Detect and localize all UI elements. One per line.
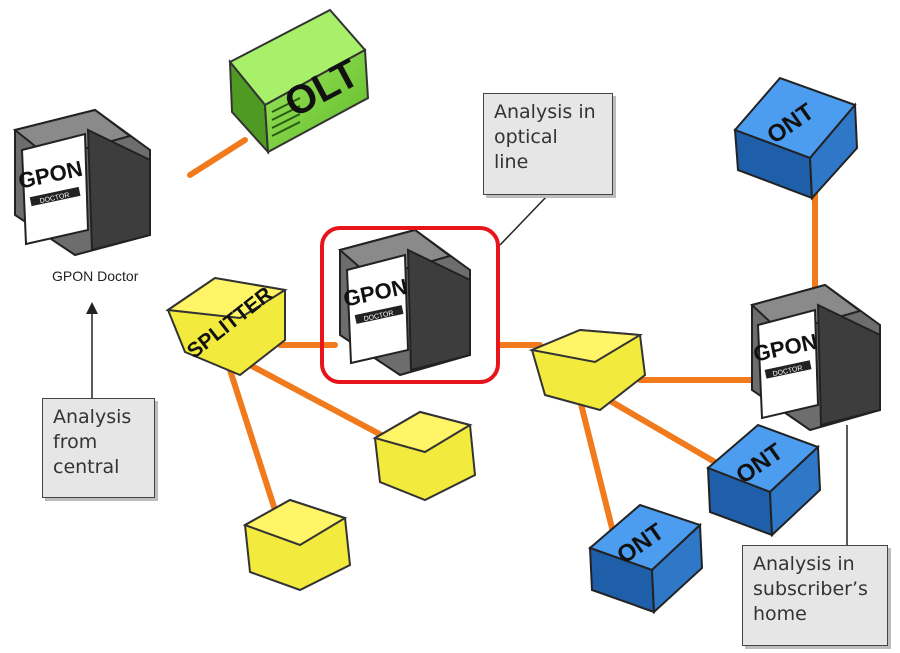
callout-subscriber: Analysis in subscriber’s home — [742, 545, 888, 646]
fiber-splitter-right — [247, 362, 403, 448]
fiber-olt-gpon — [187, 137, 248, 178]
callout-connectors — [91, 194, 848, 545]
fiber-lines — [187, 137, 818, 543]
gpon-doctor-center: GPON DOCTOR — [337, 228, 471, 377]
fiber-splitter2-ont-bottom — [577, 397, 618, 543]
callout-optical-line: Analysis in optical line — [483, 93, 613, 195]
highlight-box — [320, 226, 500, 384]
splitter-bottom-branch — [242, 498, 352, 592]
gpon-doctor-right: GPON DOCTOR — [750, 283, 881, 432]
ont-bottom: ONT — [588, 503, 704, 615]
splitter-main: SPLITTER — [165, 276, 288, 377]
fiber-splitter2-ont-right — [597, 392, 723, 468]
ont-right: ONT — [706, 423, 822, 538]
olt-device: OLT — [228, 8, 370, 155]
arrowhead-up-icon — [86, 302, 98, 314]
connector-optical — [499, 194, 549, 246]
callout-central: Analysis from central — [42, 398, 155, 498]
fiber-splitter-bottom — [227, 367, 278, 513]
gpon-doctor-caption: GPON Doctor — [52, 268, 139, 284]
splitter-right-branch — [372, 410, 477, 502]
ont-top-right: ONT — [733, 76, 859, 201]
splitter-second — [528, 328, 647, 412]
gpon-doctor-left: GPON DOCTOR — [12, 108, 151, 257]
